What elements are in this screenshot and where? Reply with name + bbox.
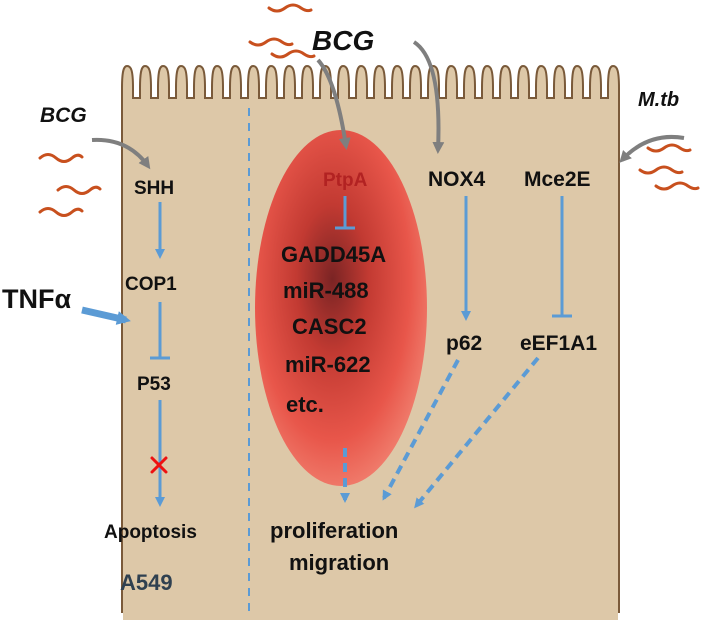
node-ptpa: PtpA xyxy=(323,170,368,191)
label-tnfa: TNFα xyxy=(2,284,71,314)
cell-bottom-fill xyxy=(123,600,618,620)
node-cop1: COP1 xyxy=(125,274,177,295)
label-mtb: M.tb xyxy=(638,89,679,111)
bacteria-group-left xyxy=(38,153,102,217)
arrow-tnfa-to-cell xyxy=(81,306,131,325)
node-target-casc2: CASC2 xyxy=(292,314,367,339)
ptpa-oval xyxy=(255,130,427,486)
outcome-migration: migration xyxy=(289,550,389,575)
node-target-mir488: miR-488 xyxy=(283,278,369,303)
node-target-gadd45a: GADD45A xyxy=(281,242,386,267)
dashed-arrow-p62-to-proliferation xyxy=(382,359,460,501)
node-eef1a1: eEF1A1 xyxy=(520,332,597,355)
label-bcg-top: BCG xyxy=(312,25,374,56)
bacteria-group-top xyxy=(248,3,316,59)
node-p53: P53 xyxy=(137,374,171,395)
node-p62: p62 xyxy=(446,332,482,355)
dashed-arrow-eef1a1-to-proliferation xyxy=(414,356,540,509)
node-target-etc: etc. xyxy=(286,392,324,417)
outcome-proliferation: proliferation xyxy=(270,518,398,543)
block-x-icon xyxy=(150,456,168,474)
arrow-bcg-left-to-shh xyxy=(91,137,151,170)
node-nox4: NOX4 xyxy=(428,168,486,191)
arrow-bcg-top-to-nox4 xyxy=(412,40,445,154)
node-target-mir622: miR-622 xyxy=(285,352,371,377)
node-mce2e: Mce2E xyxy=(524,168,591,191)
cell-line-label: A549 xyxy=(120,570,173,595)
bacteria-group-right xyxy=(638,143,700,191)
arrow-bcg-top-to-ptpa xyxy=(316,58,351,150)
arrow-mtb-to-mce2e xyxy=(619,135,685,163)
node-shh: SHH xyxy=(134,178,174,199)
node-apoptosis: Apoptosis xyxy=(104,522,197,543)
label-bcg-left: BCG xyxy=(40,104,87,127)
